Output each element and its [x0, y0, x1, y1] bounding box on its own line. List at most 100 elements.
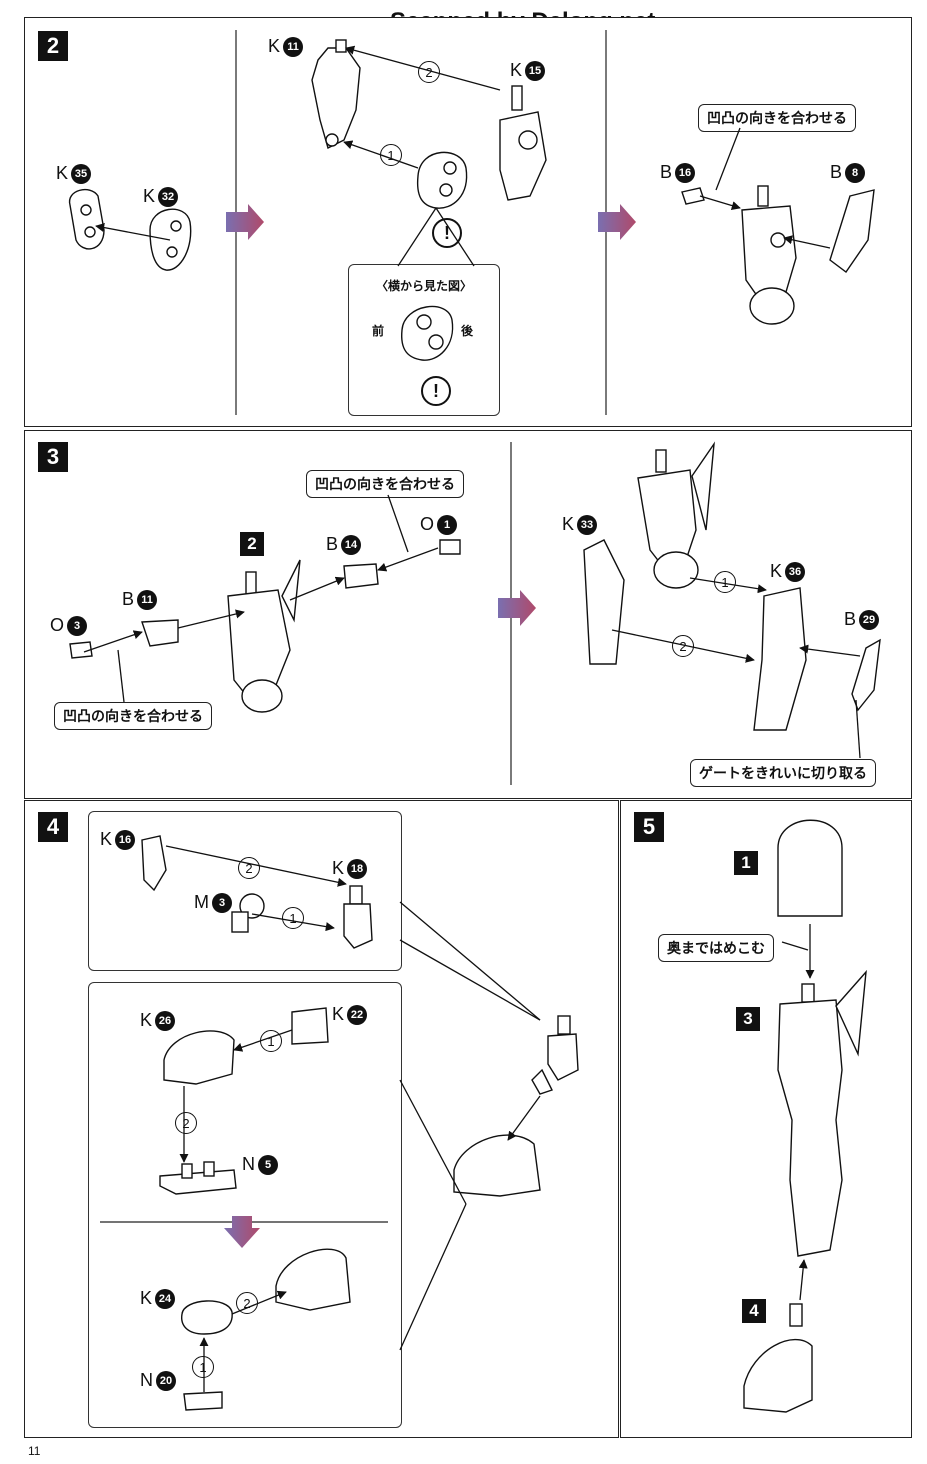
part-number: 36 — [785, 561, 806, 582]
part-number: 24 — [155, 1288, 176, 1309]
part-letter: B — [326, 534, 339, 554]
note-align-step2: 凹凸の向きを合わせる — [698, 104, 856, 132]
part-number: 3 — [67, 615, 88, 636]
subassembly-foot-box — [88, 982, 402, 1428]
part-o3-shape — [69, 641, 93, 659]
part-number: 20 — [156, 1370, 176, 1391]
part-k24-shape — [181, 1300, 233, 1335]
sequence-1-marker: 1 — [282, 907, 304, 929]
part-foot-step5-shape — [743, 1338, 813, 1413]
part-leg-full-shape — [777, 999, 843, 1257]
part-number: 5 — [258, 1154, 278, 1175]
part-letter: O — [420, 514, 435, 534]
part-letter: K — [140, 1288, 153, 1308]
part-letter: N — [242, 1154, 255, 1174]
part-k32-shape — [149, 208, 192, 271]
part-letter: B — [844, 609, 857, 629]
part-number: 15 — [525, 60, 546, 81]
part-letter: B — [830, 162, 843, 182]
part-b8-shape — [829, 189, 875, 273]
step-3-ref-2: 2 — [240, 532, 264, 556]
part-b16-shape — [681, 187, 705, 205]
page-number: 11 — [28, 1444, 41, 1458]
step-5-panel — [620, 800, 912, 1438]
part-b14-shape — [343, 563, 379, 589]
part-number: 22 — [347, 1004, 368, 1025]
part-number: 16 — [675, 162, 696, 183]
side-view-plate-shape — [401, 305, 454, 361]
part-head-cap-shape — [777, 819, 843, 917]
part-number: 16 — [115, 829, 136, 850]
part-n20-shape — [183, 1391, 223, 1411]
part-k22-shape — [291, 1007, 329, 1045]
part-letter: K — [56, 163, 69, 183]
part-foot-assembled-shape — [275, 1248, 351, 1311]
part-number: 26 — [155, 1010, 176, 1031]
part-letter: K — [332, 858, 345, 878]
side-view-front: 前 — [372, 324, 385, 338]
side-view-title: 〈横から見た図〉 — [376, 279, 473, 293]
part-letter: K — [100, 829, 113, 849]
part-k15-shape — [499, 111, 547, 201]
part-letter: O — [50, 615, 65, 635]
side-view-warning-icon: ! — [421, 376, 451, 406]
part-shoe-shape — [453, 1134, 541, 1197]
part-number: 11 — [283, 36, 304, 57]
part-k11-shape — [311, 47, 361, 150]
sequence-1-marker: 1 — [192, 1356, 214, 1378]
part-letter: K — [510, 60, 523, 80]
part-k35-shape — [69, 188, 105, 250]
part-leg-upper-shape — [741, 205, 797, 301]
step-5-ref-3: 3 — [736, 1007, 760, 1031]
transition-arrow — [226, 204, 264, 240]
part-n5-shape — [159, 1169, 237, 1195]
part-b29-shape — [851, 638, 881, 712]
sequence-2-marker: 2 — [672, 635, 694, 657]
part-number: 32 — [158, 186, 179, 207]
step-5-number: 5 — [634, 812, 664, 842]
part-number: 8 — [845, 162, 866, 183]
note-push-in: 奥まではめこむ — [658, 934, 774, 962]
part-o1-shape — [439, 539, 461, 555]
sequence-2-marker: 2 — [418, 61, 440, 83]
part-plate-shape — [416, 151, 468, 209]
part-number: 11 — [137, 589, 158, 610]
part-k33-shape — [583, 539, 625, 665]
part-letter: N — [140, 1370, 153, 1390]
part-number: 14 — [341, 534, 362, 555]
part-k26-shape — [163, 1030, 235, 1085]
step-5-ref-1: 1 — [734, 851, 758, 875]
note-gate-trim: ゲートをきれいに切り取る — [690, 759, 876, 787]
note-align-step3-bottom: 凹凸の向きを合わせる — [54, 702, 212, 730]
side-view-back: 後 — [461, 324, 474, 338]
part-k18-shape — [343, 903, 373, 949]
part-number: 3 — [212, 892, 232, 913]
part-letter: B — [122, 589, 135, 609]
transition-arrow-down — [224, 1216, 260, 1248]
part-k36-shape — [753, 587, 807, 731]
part-b11-shape — [141, 619, 179, 647]
part-letter: K — [268, 36, 281, 56]
part-letter: K — [562, 514, 575, 534]
transition-arrow — [598, 204, 636, 240]
part-k16-shape — [141, 835, 167, 892]
part-number: 29 — [859, 609, 880, 630]
part-number: 33 — [577, 514, 598, 535]
step-2-number: 2 — [38, 31, 68, 61]
